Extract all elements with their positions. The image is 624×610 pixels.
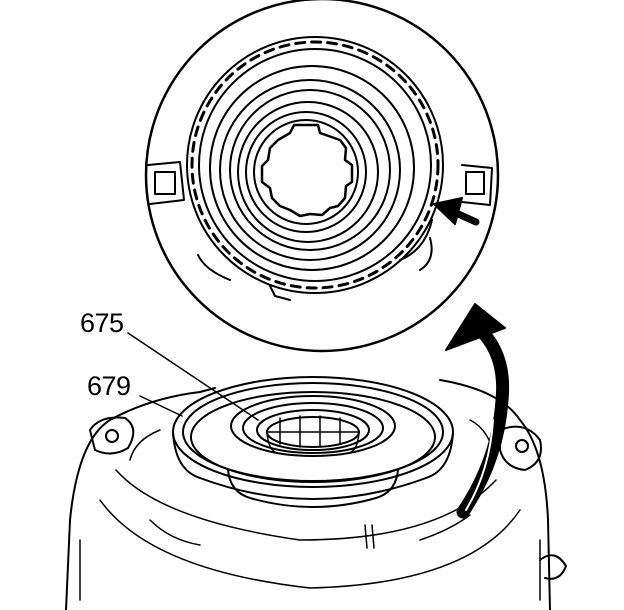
- leader-line-679: [139, 395, 183, 417]
- pointer-arrow: [433, 197, 480, 226]
- detail-magnifier: [144, 0, 500, 353]
- curved-motion-arrow: [445, 303, 510, 519]
- clutch-assembly: [172, 376, 454, 508]
- callout-label-679: 679: [87, 371, 131, 401]
- callout-label-675: 675: [80, 308, 124, 338]
- leader-line-675: [127, 332, 259, 421]
- transmission-housing: [65, 379, 567, 610]
